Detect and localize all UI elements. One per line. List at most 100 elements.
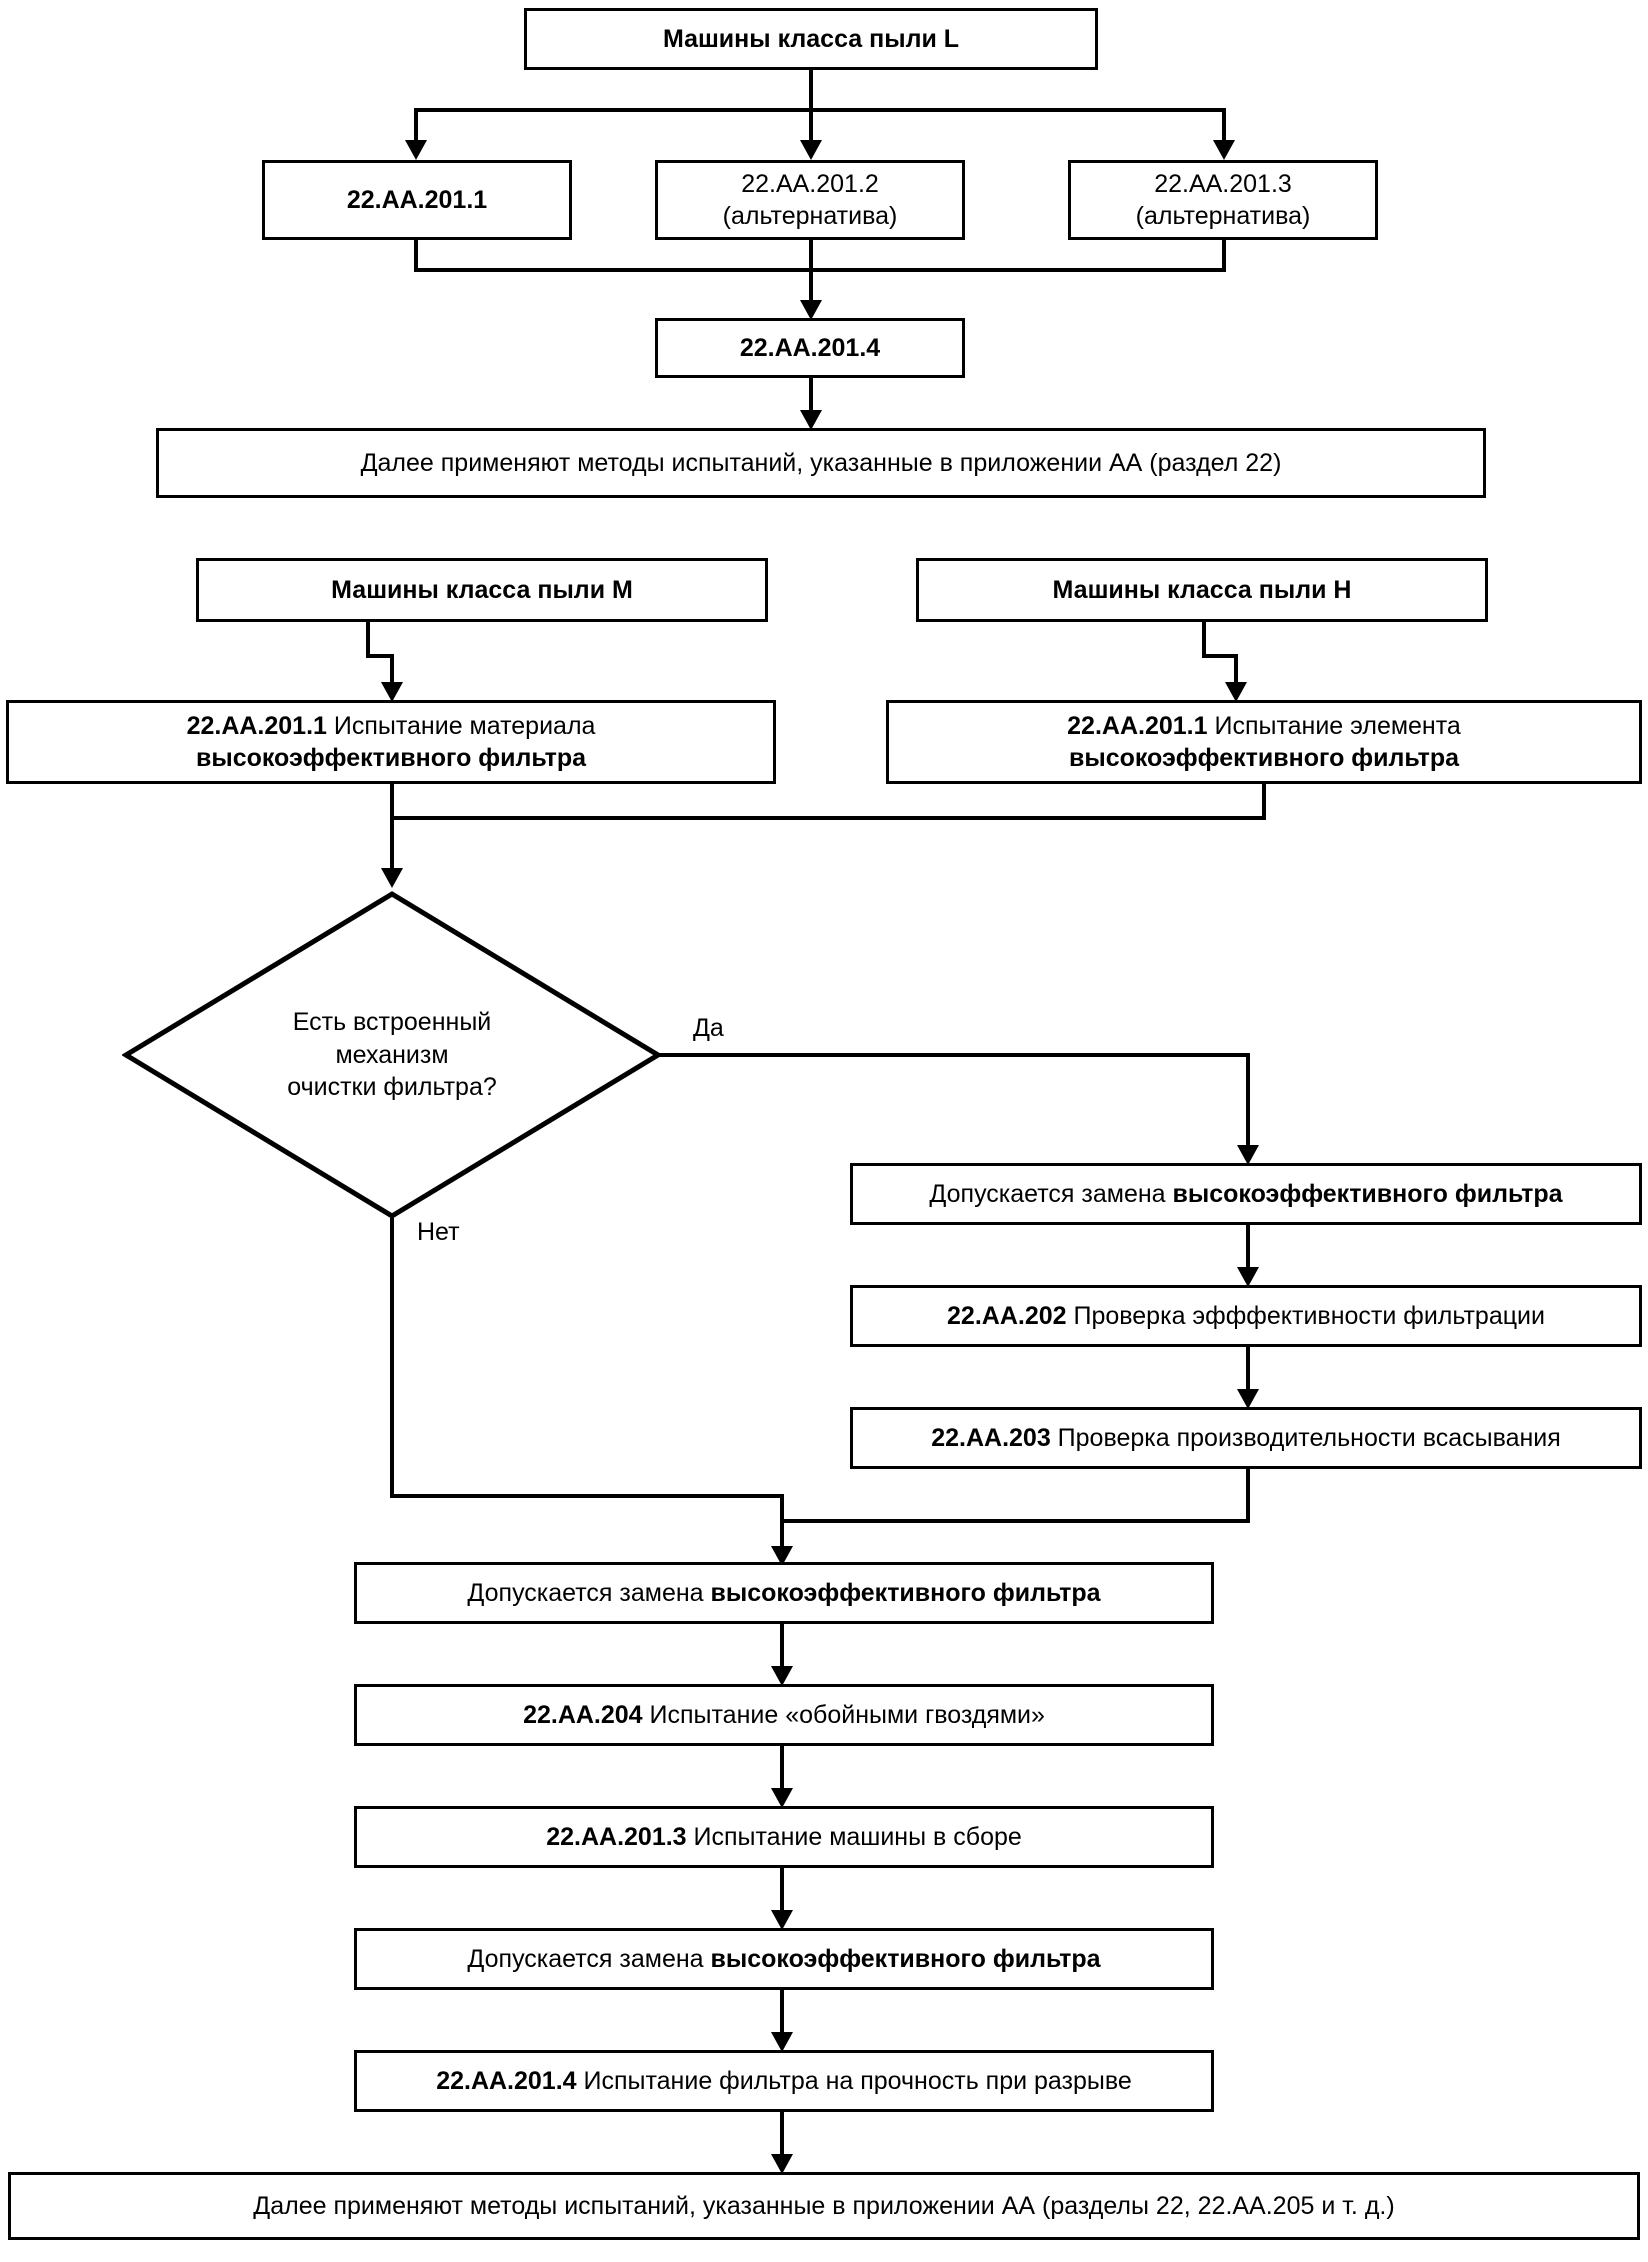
decision-line-2: механизм	[335, 1040, 449, 1069]
arrowhead-202	[1237, 1267, 1259, 1287]
arrowhead-further-l	[800, 410, 822, 430]
arrowhead-further-mh	[771, 2154, 793, 2174]
connector-l-drop-3	[1222, 108, 1226, 146]
arrowhead-test-2014	[800, 300, 822, 320]
connector-no-v2	[780, 1494, 784, 1554]
node-test-201-3-code: 22.АА.201.3	[546, 1823, 687, 1851]
connector-yes-v	[1246, 1053, 1250, 1153]
node-replace-low-bold: высокоэффективного фильтра	[710, 1945, 1101, 1973]
arrowhead-replace-right	[1237, 1145, 1259, 1165]
node-material-test-line1: 22.АА.201.1 Испытание материала	[187, 710, 596, 742]
node-class-h-label: Машины класса пыли Н	[1052, 576, 1352, 604]
arrowhead-material-test	[381, 682, 403, 702]
node-material-test-rest: Испытание материала	[326, 712, 596, 740]
decision-label-wrapper: Есть встроенный механизм очистки фильтра…	[122, 890, 662, 1220]
connector-m-jog	[366, 654, 394, 658]
node-material-test: 22.АА.201.1 Испытание материала высокоэф…	[6, 700, 776, 784]
connector-alt-merge-bus	[414, 268, 1226, 272]
node-class-m-label: Машины класса пыли М	[331, 576, 633, 604]
node-class-m: Машины класса пыли М	[196, 558, 768, 622]
node-alt-3-line1: 22.АА.201.3	[1154, 170, 1292, 198]
connector-203-left	[780, 1519, 1250, 1523]
node-class-l: Машины класса пыли L	[524, 8, 1098, 70]
node-test-201-4: 22.АА.201.4	[655, 318, 965, 378]
connector-2013-to-replace-low	[780, 1868, 784, 1918]
node-further-l: Далее применяют методы испытаний, указан…	[156, 428, 1486, 498]
connector-replace-low-to-2014b	[780, 1990, 784, 2040]
connector-2014-to-further	[809, 378, 813, 420]
node-check-202-label: 22.АА.202 Проверка эфффективности фильтр…	[947, 1300, 1545, 1332]
node-material-test-code: 22.АА.201.1	[186, 712, 327, 740]
node-test-201-4-label: 22.АА.201.4	[739, 334, 881, 362]
node-replace-right-bold: высокоэффективного фильтра	[1172, 1180, 1563, 1208]
node-alt-3: 22.АА.201.3 (альтернатива)	[1068, 160, 1378, 240]
node-decision-filter-cleaning: Есть встроенный механизм очистки фильтра…	[121, 890, 663, 1220]
connector-2014b-to-further-mh	[780, 2112, 784, 2162]
arrowhead-replace-low	[771, 1910, 793, 1930]
node-further-mh-label: Далее применяют методы испытаний, указан…	[253, 2192, 1395, 2220]
arrowhead-element-test	[1225, 682, 1247, 702]
arrowhead-alt-3	[1213, 140, 1235, 160]
decision-line-3: очистки фильтра?	[287, 1073, 497, 1102]
connector-mh-merge-bus	[390, 816, 1266, 820]
node-element-test-code: 22.АА.201.1	[1067, 712, 1208, 740]
arrowhead-alt-1	[405, 140, 427, 160]
node-test-201-3: 22.АА.201.3 Испытание машины в сборе	[354, 1806, 1214, 1868]
node-alt-1-label: 22.АА.201.1	[346, 186, 488, 214]
connector-h-drop	[1234, 654, 1238, 688]
connector-no-v1	[390, 1218, 394, 1498]
node-further-mh: Далее применяют методы испытаний, указан…	[8, 2172, 1640, 2240]
node-replace-low: Допускается замена высокоэффективного фи…	[354, 1928, 1214, 1990]
node-test-201-3-rest: Испытание машины в сборе	[686, 1823, 1022, 1851]
node-check-203-code: 22.АА.203	[931, 1424, 1051, 1452]
connector-yes-h	[658, 1053, 1250, 1057]
connector-alt1-down	[414, 240, 418, 272]
node-test-201-3-label: 22.АА.201.3 Испытание машины в сборе	[546, 1821, 1022, 1853]
connector-replace-right-to-202	[1246, 1225, 1250, 1275]
edge-label-no: Нет	[414, 1218, 463, 1247]
node-replace-low-plain: Допускается замена	[467, 1945, 711, 1973]
node-element-test: 22.АА.201.1 Испытание элемента высокоэфф…	[886, 700, 1642, 784]
node-class-h: Машины класса пыли Н	[916, 558, 1488, 622]
connector-alt2-down	[809, 240, 813, 272]
connector-h-stem	[1202, 622, 1206, 658]
connector-alt-merge-stem	[809, 268, 813, 310]
node-check-203-label: 22.АА.203 Проверка производительности вс…	[931, 1422, 1561, 1454]
arrowhead-204	[771, 1666, 793, 1686]
connector-alt3-down	[1222, 240, 1226, 272]
node-class-l-label: Машины класса пыли L	[662, 25, 960, 53]
node-replace-right-plain: Допускается замена	[929, 1180, 1173, 1208]
arrowhead-2013	[771, 1788, 793, 1808]
node-replace-low-label: Допускается замена высокоэффективного фи…	[467, 1943, 1100, 1975]
arrowhead-alt-2	[800, 140, 822, 160]
decision-line-1: Есть встроенный	[292, 1008, 492, 1037]
node-test-204: 22.АА.204 Испытание «обойными гвоздями»	[354, 1684, 1214, 1746]
arrowhead-replace-mid	[771, 1546, 793, 1566]
connector-no-h	[390, 1494, 784, 1498]
connector-202-to-203	[1246, 1347, 1250, 1397]
node-test-201-4b-code: 22.АА.201.4	[436, 2067, 577, 2095]
node-test-201-4b: 22.АА.201.4 Испытание фильтра на прочнос…	[354, 2050, 1214, 2112]
node-element-test-line2: высокоэффективного фильтра	[1068, 744, 1460, 772]
connector-replace-mid-to-204	[780, 1624, 784, 1674]
node-replace-mid-label: Допускается замена высокоэффективного фи…	[467, 1577, 1100, 1609]
connector-material-down	[390, 784, 394, 820]
node-check-202: 22.АА.202 Проверка эфффективности фильтр…	[850, 1285, 1642, 1347]
connector-l-drop-1	[414, 108, 418, 146]
node-test-204-label: 22.АА.204 Испытание «обойными гвоздями»	[523, 1699, 1045, 1731]
node-alt-3-line2: (альтернатива)	[1135, 202, 1311, 230]
connector-l-drop-2	[809, 108, 813, 146]
node-alt-1: 22.АА.201.1	[262, 160, 572, 240]
node-alt-2-line2: (альтернатива)	[722, 202, 898, 230]
node-check-202-code: 22.АА.202	[947, 1302, 1067, 1330]
node-test-204-code: 22.АА.204	[523, 1701, 643, 1729]
connector-m-stem	[366, 622, 370, 658]
node-test-204-rest: Испытание «обойными гвоздями»	[642, 1701, 1045, 1729]
node-element-test-line1: 22.АА.201.1 Испытание элемента	[1067, 710, 1461, 742]
arrowhead-decision	[381, 868, 403, 888]
node-replace-mid-plain: Допускается замена	[467, 1579, 711, 1607]
connector-mh-merge-stem	[390, 816, 394, 876]
connector-l-bus	[414, 108, 1226, 112]
connector-h-jog	[1202, 654, 1238, 658]
